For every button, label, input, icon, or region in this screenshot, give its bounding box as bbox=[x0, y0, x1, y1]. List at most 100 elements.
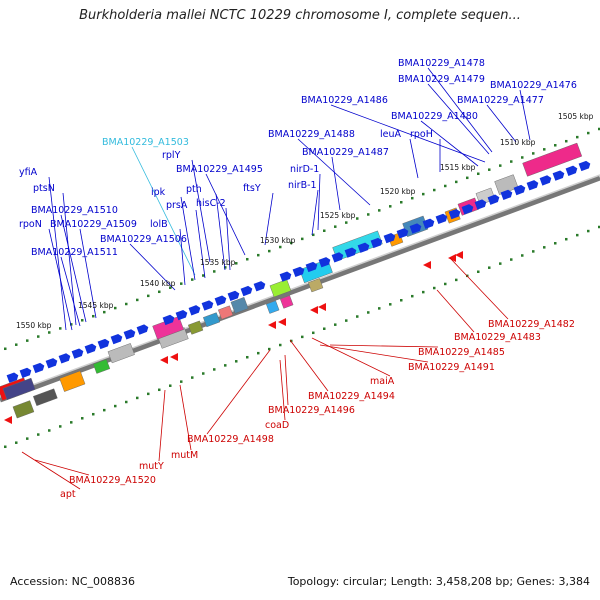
gene-label[interactable]: BMA10229_A1476 bbox=[490, 80, 577, 91]
gene-block[interactable] bbox=[12, 400, 35, 419]
gene-label[interactable]: BMA10229_A1511 bbox=[31, 247, 118, 258]
forward-gene-arrow[interactable] bbox=[500, 189, 514, 201]
gene-label[interactable]: apt bbox=[60, 489, 76, 500]
forward-gene-arrow[interactable] bbox=[240, 285, 254, 297]
reverse-gene-arrow[interactable] bbox=[170, 353, 178, 361]
gene-label[interactable]: nirB-1 bbox=[288, 180, 317, 191]
forward-gene-arrow[interactable] bbox=[201, 299, 215, 311]
reverse-gene-arrow[interactable] bbox=[455, 251, 463, 259]
gene-label[interactable]: hisC-2 bbox=[196, 198, 226, 209]
gene-block[interactable] bbox=[269, 279, 292, 298]
forward-gene-arrow[interactable] bbox=[448, 208, 462, 220]
forward-gene-arrow[interactable] bbox=[123, 328, 137, 340]
forward-gene-arrow[interactable] bbox=[136, 323, 150, 335]
gene-label[interactable]: lolB bbox=[150, 219, 168, 230]
gene-label[interactable]: BMA10229_A1486 bbox=[301, 95, 388, 106]
gene-label[interactable]: BMA10229_A1485 bbox=[418, 347, 505, 358]
gene-label[interactable]: BMA10229_A1510 bbox=[31, 205, 118, 216]
forward-gene-arrow[interactable] bbox=[214, 295, 228, 306]
forward-gene-arrow[interactable] bbox=[422, 218, 436, 229]
gene-block[interactable] bbox=[308, 278, 324, 293]
forward-gene-arrow[interactable] bbox=[383, 232, 397, 244]
gene-label[interactable]: BMA10229_A1480 bbox=[391, 111, 478, 122]
gene-block[interactable] bbox=[266, 300, 280, 314]
forward-gene-arrow[interactable] bbox=[487, 194, 501, 205]
reverse-gene-arrow[interactable] bbox=[268, 321, 276, 329]
gene-label[interactable]: BMA10229_A1487 bbox=[302, 147, 389, 158]
gene-label[interactable]: rpoN bbox=[19, 219, 42, 230]
gene-label[interactable]: BMA10229_A1506 bbox=[100, 234, 187, 245]
gene-label[interactable]: BMA10229_A1491 bbox=[408, 362, 495, 373]
gene-block[interactable] bbox=[2, 377, 36, 401]
gene-label[interactable]: BMA10229_A1509 bbox=[50, 219, 137, 230]
forward-gene-arrow[interactable] bbox=[84, 343, 98, 354]
gene-block[interactable] bbox=[203, 312, 221, 328]
forward-gene-arrow[interactable] bbox=[578, 160, 592, 172]
reverse-gene-arrow[interactable] bbox=[448, 254, 456, 262]
gene-label[interactable]: ptsN bbox=[33, 183, 55, 194]
forward-gene-arrow[interactable] bbox=[435, 213, 449, 225]
gene-label[interactable]: ftsY bbox=[243, 183, 261, 194]
reverse-gene-arrow[interactable] bbox=[278, 318, 286, 326]
gene-label[interactable]: yfiA bbox=[19, 167, 38, 178]
forward-gene-arrow[interactable] bbox=[331, 251, 345, 263]
gene-block[interactable] bbox=[93, 359, 111, 374]
forward-gene-arrow[interactable] bbox=[71, 347, 85, 359]
forward-gene-arrow[interactable] bbox=[162, 314, 176, 326]
gene-label[interactable]: BMA10229_A1520 bbox=[69, 475, 156, 486]
forward-gene-arrow[interactable] bbox=[253, 280, 267, 292]
gene-label[interactable]: BMA10229_A1477 bbox=[457, 95, 544, 106]
forward-gene-arrow[interactable] bbox=[344, 246, 358, 258]
forward-gene-arrow[interactable] bbox=[6, 371, 20, 383]
gene-label[interactable]: mutM bbox=[171, 450, 198, 461]
gene-label[interactable]: rplY bbox=[162, 150, 181, 161]
forward-gene-arrow[interactable] bbox=[110, 333, 124, 345]
forward-gene-arrow[interactable] bbox=[565, 165, 579, 176]
reverse-gene-arrow[interactable] bbox=[423, 261, 431, 269]
forward-gene-arrow[interactable] bbox=[292, 266, 306, 277]
forward-gene-arrow[interactable] bbox=[370, 237, 384, 249]
forward-gene-arrow[interactable] bbox=[409, 222, 423, 234]
forward-gene-arrow[interactable] bbox=[526, 179, 540, 191]
forward-gene-arrow[interactable] bbox=[227, 290, 241, 302]
forward-gene-arrow[interactable] bbox=[58, 352, 72, 364]
reverse-gene-arrow[interactable] bbox=[310, 306, 318, 314]
gene-label[interactable]: leuA bbox=[380, 129, 402, 140]
forward-gene-arrow[interactable] bbox=[188, 304, 202, 316]
gene-label[interactable]: BMA10229_A1479 bbox=[398, 74, 485, 85]
gene-label[interactable]: BMA10229_A1494 bbox=[308, 391, 395, 402]
forward-gene-arrow[interactable] bbox=[19, 367, 33, 378]
gene-label[interactable]: maiA bbox=[370, 376, 395, 387]
gene-block[interactable] bbox=[280, 295, 294, 309]
gene-label[interactable]: prsA bbox=[166, 200, 188, 211]
forward-gene-arrow[interactable] bbox=[318, 256, 332, 268]
gene-label[interactable]: pth bbox=[186, 184, 202, 195]
forward-gene-arrow[interactable] bbox=[279, 270, 293, 282]
gene-label[interactable]: ipk bbox=[151, 187, 166, 198]
gene-label[interactable]: BMA10229_A1482 bbox=[488, 319, 575, 330]
forward-gene-arrow[interactable] bbox=[175, 309, 189, 321]
gene-label[interactable]: BMA10229_A1483 bbox=[454, 332, 541, 343]
forward-gene-arrow[interactable] bbox=[305, 261, 319, 273]
gene-label[interactable]: BMA10229_A1495 bbox=[176, 164, 263, 175]
forward-gene-arrow[interactable] bbox=[513, 184, 527, 196]
reverse-gene-arrow[interactable] bbox=[4, 416, 12, 424]
gene-block[interactable] bbox=[107, 343, 135, 364]
forward-gene-arrow[interactable] bbox=[552, 169, 566, 181]
gene-label[interactable]: BMA10229_A1498 bbox=[187, 434, 274, 445]
gene-label[interactable]: rpoH bbox=[410, 129, 433, 140]
gene-block[interactable] bbox=[522, 142, 583, 177]
gene-label[interactable]: BMA10229_A1503 bbox=[102, 137, 189, 148]
forward-gene-arrow[interactable] bbox=[461, 203, 475, 215]
reverse-gene-arrow[interactable] bbox=[160, 356, 168, 364]
forward-gene-arrow[interactable] bbox=[32, 362, 46, 374]
forward-gene-arrow[interactable] bbox=[396, 227, 410, 239]
gene-label[interactable]: BMA10229_A1488 bbox=[268, 129, 355, 140]
forward-gene-arrow[interactable] bbox=[357, 242, 371, 253]
gene-label[interactable]: BMA10229_A1478 bbox=[398, 58, 485, 69]
forward-gene-arrow[interactable] bbox=[97, 338, 111, 350]
gene-label[interactable]: mutY bbox=[139, 461, 164, 472]
reverse-gene-arrow[interactable] bbox=[318, 303, 326, 311]
forward-gene-arrow[interactable] bbox=[474, 198, 488, 210]
